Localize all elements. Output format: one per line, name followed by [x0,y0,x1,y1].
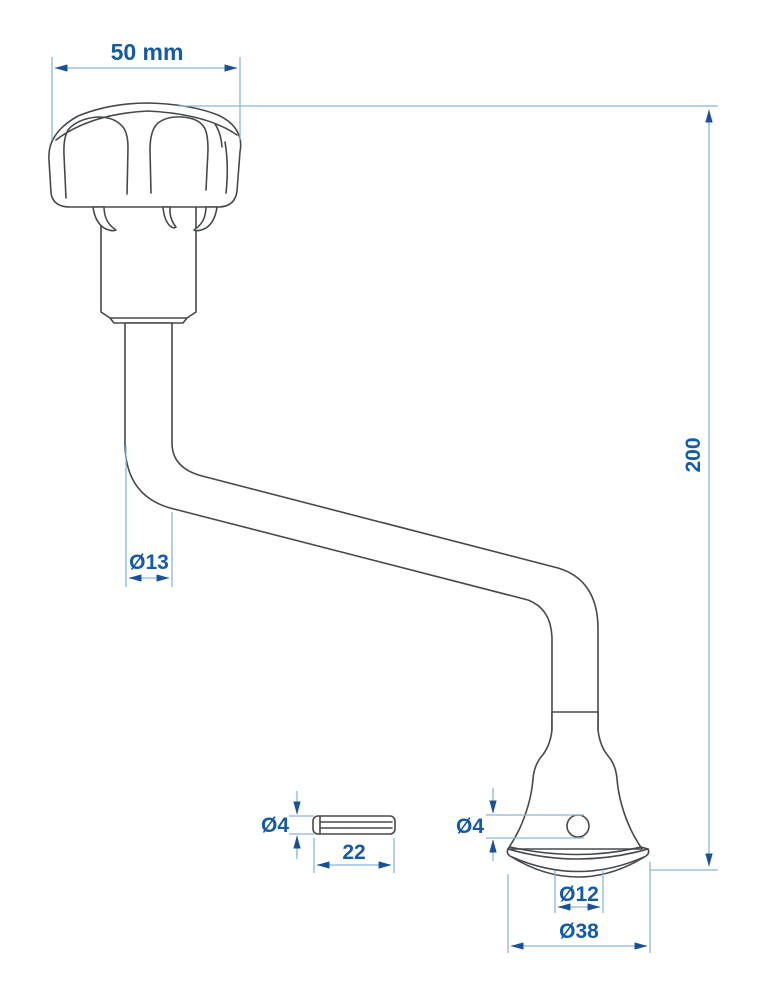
dimension-pin-length: 22 [313,838,395,873]
knob-finger-recess-right [149,116,209,194]
knob-rim-line [55,110,238,141]
dimension-overall-height: 200 [178,105,718,871]
knob-collar [100,204,197,324]
prong-middle [162,206,177,229]
dimension-knob-width: 50 mm [51,39,241,140]
dim-pin-length-label: 22 [342,841,365,864]
bell-base-rim [509,846,642,856]
pin [312,815,396,835]
dim-tube-diameter-label: Ø13 [129,551,169,574]
dimension-base-outer: Ø38 [507,862,651,953]
dim-overall-height-label: 200 [682,437,705,472]
base-hole [566,814,590,838]
dim-base-inner-label: Ø12 [559,883,599,906]
crank-tube [124,322,599,732]
dimension-tube-diameter: Ø13 [125,446,173,587]
dim-base-outer-label: Ø38 [559,920,599,943]
base-bell [507,711,643,856]
knob-side-recess-line2 [214,123,223,148]
knob-side-recess-line [224,141,229,194]
knob-finger-recess-left [63,116,129,199]
dim-pin-diameter-label: Ø4 [261,814,289,837]
prong-left [92,206,117,232]
knob-prongs [92,206,218,232]
flange-top-front-edge [507,848,649,860]
dimension-base-inner: Ø12 [554,871,604,913]
dim-base-hole-label: Ø4 [456,815,484,838]
prong-right [193,206,218,232]
flange-thickness-edge [511,856,645,873]
dim-knob-width-label: 50 mm [111,39,184,65]
grip-knob [48,102,242,208]
dimension-base-hole: Ø4 [456,788,584,861]
dimension-pin-diameter: Ø4 [261,791,314,859]
